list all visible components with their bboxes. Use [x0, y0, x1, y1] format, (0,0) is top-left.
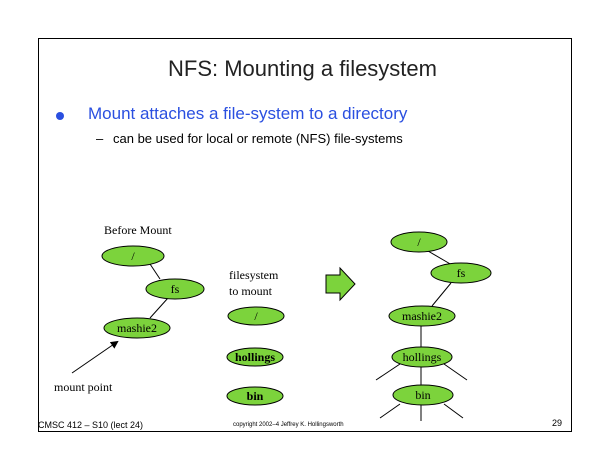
page-number: 29: [552, 418, 563, 428]
edge-before-root-fs: [149, 263, 161, 280]
after-node-bin-label: bin: [415, 388, 430, 402]
edge-after-fs-mashie2: [431, 282, 452, 307]
edge-after-hollings-left: [375, 363, 401, 381]
mount-node-root: /: [227, 306, 285, 326]
after-node-fs-label: fs: [457, 266, 466, 280]
sub-bullet-text: can be used for local or remote (NFS) fi…: [113, 131, 403, 146]
slide-frame: [38, 38, 572, 432]
edge-after-hollings-right: [443, 363, 468, 381]
before-node-mashie2-label: mashie2: [117, 321, 157, 335]
before-node-fs-label: fs: [171, 282, 180, 296]
mount-node-hollings: hollings: [226, 347, 284, 367]
before-node-root-label: /: [131, 249, 135, 263]
filesystem-to-mount-label-2: to mount: [229, 284, 273, 298]
edge-before-fs-mashie2: [149, 297, 169, 319]
after-node-mashie2-label: mashie2: [402, 309, 442, 323]
mount-node-root-label: /: [254, 309, 258, 323]
transition-arrow-icon: [325, 266, 356, 302]
slide-title: NFS: Mounting a filesystem: [168, 56, 437, 81]
before-node-mashie2: mashie2: [103, 317, 171, 339]
bullet-text: Mount attaches a file-system to a direct…: [88, 104, 408, 123]
mount-node-hollings-label: hollings: [235, 350, 275, 364]
mount-point-arrow: [71, 340, 119, 374]
edge-after-root-fs: [427, 250, 453, 266]
footer-course: CMSC 412 – S10 (lect 24): [38, 420, 144, 430]
after-node-bin: bin: [392, 384, 454, 406]
mount-node-bin-label: bin: [247, 389, 264, 403]
edge-after-bin-left: [379, 403, 401, 419]
bullet-dot-icon: [56, 112, 64, 120]
after-node-hollings: hollings: [391, 346, 453, 368]
after-node-root-label: /: [417, 235, 421, 249]
after-node-hollings-label: hollings: [403, 350, 442, 364]
after-node-mashie2: mashie2: [388, 305, 456, 327]
sub-bullet-dash: –: [96, 131, 104, 146]
after-node-fs: fs: [430, 262, 492, 284]
before-node-root: /: [101, 245, 165, 267]
before-node-fs: fs: [145, 278, 205, 300]
after-node-root: /: [390, 231, 448, 253]
before-mount-label: Before Mount: [104, 223, 172, 237]
mount-node-bin: bin: [226, 386, 284, 406]
mount-point-label: mount point: [54, 380, 113, 394]
edge-after-bin-right: [443, 403, 464, 419]
footer-copyright: copyright 2002–4 Jeffrey K. Hollingswort…: [233, 422, 344, 428]
filesystem-to-mount-label-1: filesystem: [229, 268, 279, 282]
